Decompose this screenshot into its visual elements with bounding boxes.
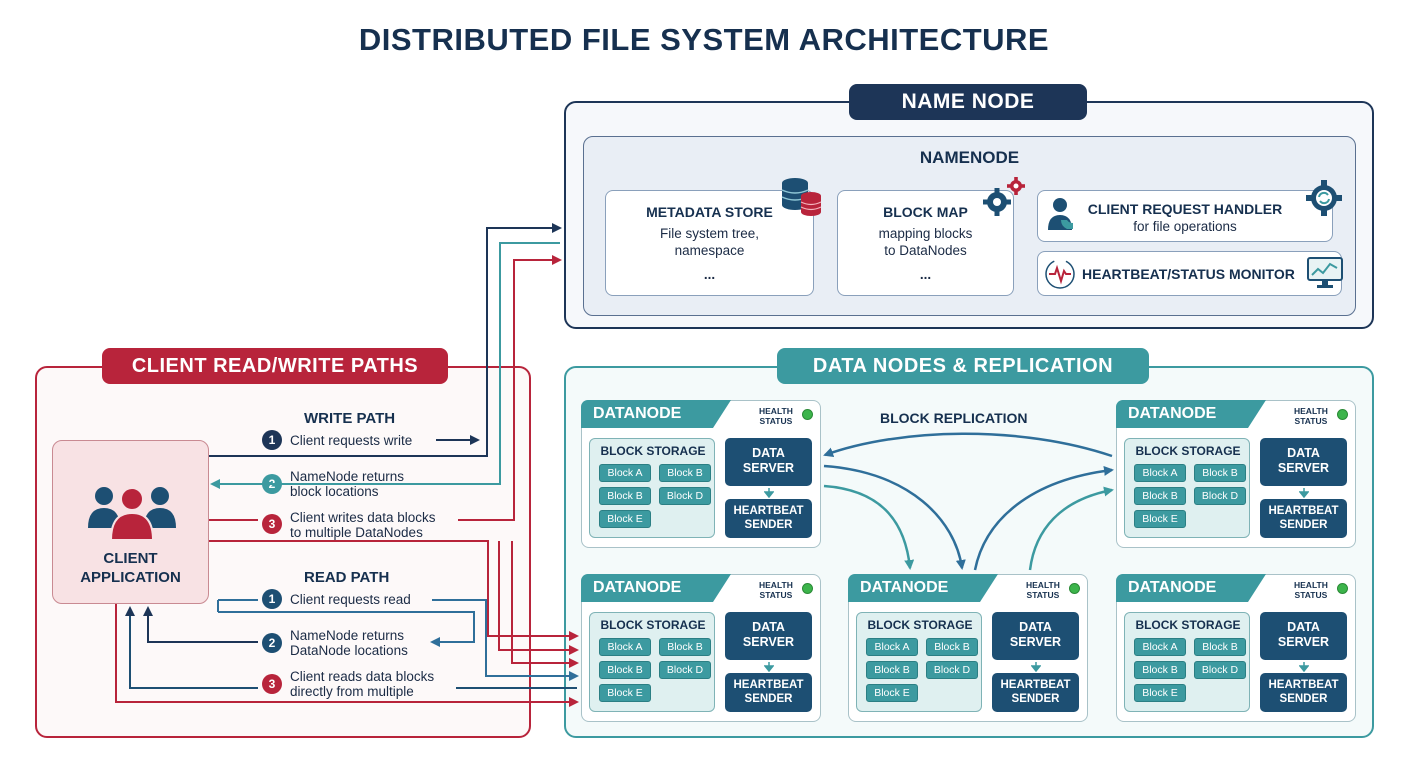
- read-locations-line: [143, 606, 258, 643]
- write-red-top-line: [209, 260, 560, 521]
- write-step-2-line1: NameNode returns: [290, 469, 405, 484]
- block-replication-label: BLOCK REPLICATION: [880, 410, 1028, 426]
- replication-arrow-down-1: [823, 484, 915, 570]
- read-step-3-line2: directly from multiple: [290, 684, 414, 699]
- block-map-more: ...: [919, 267, 932, 282]
- write-step-3-text: Client writes data blocks to multiple Da…: [290, 510, 436, 540]
- replication-arrow-down-2: [823, 464, 966, 570]
- read-step-2-text: NameNode returns DataNode locations: [290, 628, 408, 658]
- read-step-1-number: 1: [262, 589, 282, 609]
- read-step-2-line1: NameNode returns: [290, 628, 405, 643]
- write-path-title: WRITE PATH: [304, 410, 396, 427]
- block-map-line1: mapping blocks: [878, 226, 973, 241]
- replication-arrow-up-1: [973, 466, 1114, 571]
- block-map-card: [837, 190, 1014, 296]
- replication-arrow-left: [823, 432, 1113, 458]
- write-step-1-text: Client requests write: [290, 433, 413, 448]
- client-label-line2: APPLICATION: [80, 569, 181, 586]
- read-request-line: [217, 599, 577, 676]
- read-step-3-text: Client reads data blocks directly from m…: [290, 669, 434, 699]
- data-nodes-tag: DATA NODES & REPLICATION: [777, 348, 1149, 384]
- read-step-3-line1: Client reads data blocks: [290, 669, 435, 684]
- write-blocks-line-c: [511, 541, 579, 668]
- write-step-3-number: 3: [262, 514, 282, 534]
- user-icon: [1048, 198, 1073, 230]
- read-step-2-line2: DataNode locations: [290, 643, 408, 658]
- metadata-store-line1: File system tree,: [659, 226, 760, 241]
- metadata-store-card: [605, 190, 814, 296]
- read-red-line: [115, 604, 579, 707]
- replication-arrow-up-2: [1028, 486, 1114, 571]
- monitor-chart-icon: [1307, 257, 1343, 288]
- client-paths-tag: CLIENT READ/WRITE PATHS: [102, 348, 448, 384]
- write-blocks-line-b: [498, 541, 579, 655]
- heartbeat-monitor-title: HEARTBEAT/STATUS MONITOR: [1082, 266, 1295, 282]
- gears-icon: [983, 177, 1025, 216]
- metadata-store-more: ...: [703, 267, 716, 282]
- client-request-handler-title: CLIENT REQUEST HANDLER: [1087, 201, 1283, 217]
- read-data-line: [130, 608, 577, 689]
- gear-sync-icon: [1306, 180, 1342, 216]
- write-step-3-line1: Client writes data blocks: [290, 510, 436, 525]
- write-request-line: [209, 223, 562, 457]
- read-step-1-text: Client requests read: [290, 592, 411, 607]
- read-namenode-return: [218, 611, 475, 647]
- write-step-3-line2: to multiple DataNodes: [290, 525, 423, 540]
- metadata-store-title: METADATA STORE: [646, 204, 773, 220]
- client-label-line1: CLIENT: [103, 550, 158, 567]
- client-request-handler-subtitle: for file operations: [1133, 219, 1237, 234]
- database-icon: [781, 178, 822, 216]
- block-map-line2: to DataNodes: [884, 243, 967, 258]
- client-request-handler-card: [1037, 190, 1333, 242]
- write-step-1-number: 1: [262, 430, 282, 450]
- pulse-icon: [1045, 259, 1075, 289]
- diagram-title: DISTRIBUTED FILE SYSTEM ARCHITECTURE: [358, 22, 1050, 57]
- read-step-3-number: 3: [262, 674, 282, 694]
- metadata-store-line2: namespace: [674, 243, 745, 258]
- read-path-title: READ PATH: [304, 569, 390, 586]
- heartbeat-monitor-card: [1037, 251, 1342, 296]
- write-blocks-line: [209, 540, 579, 641]
- write-return-line: [210, 242, 560, 489]
- read-step-2-number: 2: [262, 633, 282, 653]
- write-step-2-text: NameNode returns block locations: [290, 469, 404, 499]
- block-map-title: BLOCK MAP: [883, 204, 968, 220]
- client-application-label: CLIENT APPLICATION: [52, 549, 209, 587]
- name-node-tag: NAME NODE: [849, 84, 1087, 120]
- namenode-heading: NAMENODE: [919, 148, 1020, 167]
- write-step-2-line2: block locations: [290, 484, 379, 499]
- users-group-icon: [88, 487, 176, 541]
